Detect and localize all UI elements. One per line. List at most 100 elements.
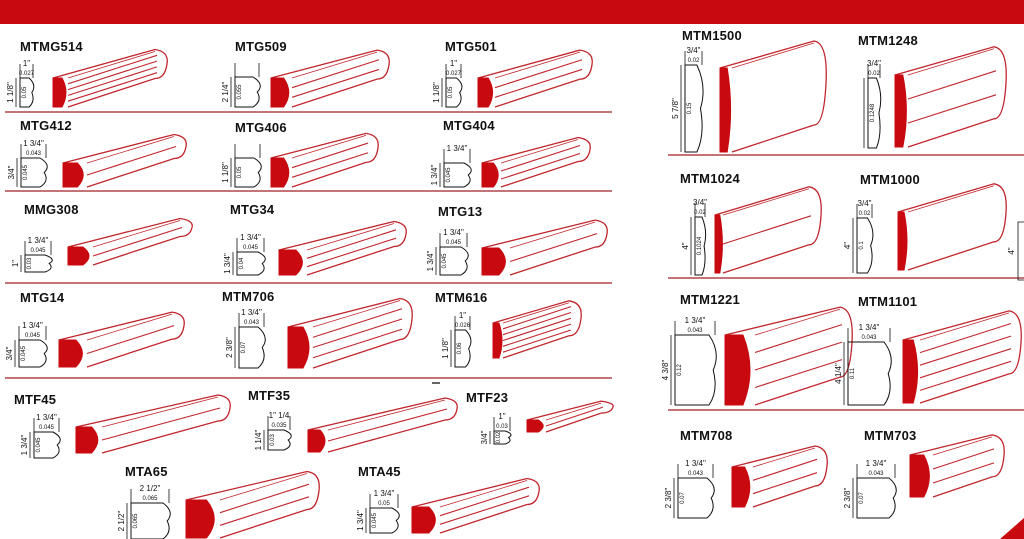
- molding-3d-drawing: [902, 310, 1022, 404]
- molding-3d-drawing: [67, 217, 193, 266]
- molding-mtm1024[interactable]: 3/4"0.024"0.1024: [681, 186, 822, 276]
- molding-3d-drawing: [185, 470, 320, 539]
- end-face-red: [185, 499, 215, 539]
- molding-mtg406[interactable]: 1 1/8"0.05: [221, 132, 379, 188]
- molding-mtm1000[interactable]: 3/4"0.024"0.1: [843, 183, 1007, 274]
- profile-diagram: 1 1/8"0.05: [221, 144, 262, 188]
- width-dimension: 1": [23, 59, 30, 68]
- profile-outline: [234, 76, 261, 108]
- width-dimension: 1 3/4": [859, 323, 880, 332]
- height-code: 0.02: [496, 431, 502, 443]
- height-dimension: 4": [681, 242, 690, 249]
- end-face-red: [411, 506, 436, 534]
- profile-outline: [439, 246, 469, 276]
- width-dimension: 1 3/4": [443, 228, 464, 237]
- molding-3d-drawing: [481, 219, 608, 276]
- partial-molding-cut-off: 4": [1007, 221, 1024, 281]
- molding-mtg509[interactable]: 2 1/4"0.055: [221, 49, 390, 108]
- end-face-red: [62, 162, 84, 188]
- molding-code-label: MTM706: [222, 289, 275, 304]
- molding-mtf23[interactable]: 1"0.033/4"0.02: [480, 400, 614, 445]
- end-face-red: [287, 326, 310, 369]
- molding-mtm1248[interactable]: 3/4"0.020.1248: [863, 46, 1007, 149]
- molding-mtm1500[interactable]: 3/4"0.025 7/8"0.15: [671, 40, 827, 153]
- width-code: 0.03: [496, 424, 508, 430]
- end-face-red: [307, 429, 326, 453]
- groove-line: [494, 68, 583, 98]
- width-code: 0.02: [868, 71, 880, 77]
- molding-mta45[interactable]: 1 3/4"0.051 3/4"0.045: [356, 477, 540, 534]
- height-code: 0.06: [457, 342, 463, 354]
- width-code: 0.027: [19, 71, 35, 77]
- molding-mtg404[interactable]: 1 3/4"1 3/4"0.045: [430, 136, 591, 188]
- height-dimension: 4": [843, 242, 852, 249]
- molding-code-label: MTM1000: [860, 172, 920, 187]
- height-dimension: 3/4": [5, 346, 14, 360]
- width-code: 0.02: [688, 58, 700, 64]
- width-code: 0.045: [25, 333, 41, 339]
- height-code: 0.045: [372, 512, 378, 528]
- groove-line: [502, 306, 572, 330]
- end-face-red: [270, 157, 290, 188]
- height-code: 0.05: [22, 86, 28, 98]
- width-dimension: 1 3/4": [28, 236, 49, 245]
- height-code: 0.07: [241, 341, 247, 353]
- width-code: 0.065: [142, 496, 158, 502]
- profile-diagram: 1"0.033/4"0.02: [480, 412, 512, 445]
- groove-line: [919, 322, 1012, 354]
- profile-outline: [856, 477, 897, 519]
- width-code: 0.043: [687, 328, 703, 334]
- profile-outline: [684, 64, 704, 153]
- profile-outline: [18, 339, 48, 368]
- width-code: 0.045: [243, 245, 259, 251]
- groove-line: [312, 328, 403, 359]
- molding-3d-drawing: [58, 311, 185, 368]
- groove-line: [86, 145, 177, 176]
- molding-code-label: MTG34: [230, 202, 275, 217]
- profile-outline: [19, 77, 35, 108]
- molding-code-label: MTA45: [358, 464, 401, 479]
- groove-line: [509, 233, 598, 263]
- height-code: 0.045: [23, 164, 29, 180]
- end-face-red: [477, 77, 494, 108]
- groove-line: [101, 407, 221, 441]
- molding-code-label: MTG406: [235, 120, 287, 135]
- molding-code-label: MTM708: [680, 428, 733, 443]
- profile-diagram: 3/4"0.025 7/8"0.15: [671, 46, 704, 153]
- groove-line: [754, 359, 843, 389]
- molding-code-label: MTM1500: [682, 28, 742, 43]
- height-dimension: 2 3/8": [664, 488, 673, 509]
- end-face-red: [719, 67, 732, 153]
- height-dimension: 4 1/4": [834, 363, 843, 384]
- profile-outline: [856, 217, 874, 274]
- end-face-red: [481, 247, 506, 276]
- height-code: 0.04: [239, 257, 245, 269]
- groove-line: [919, 335, 1012, 366]
- molding-code-label: MTG412: [20, 118, 72, 133]
- groove-line: [291, 152, 369, 178]
- width-dimension: 1 3/4": [240, 233, 261, 242]
- width-code: 0.05: [378, 501, 390, 507]
